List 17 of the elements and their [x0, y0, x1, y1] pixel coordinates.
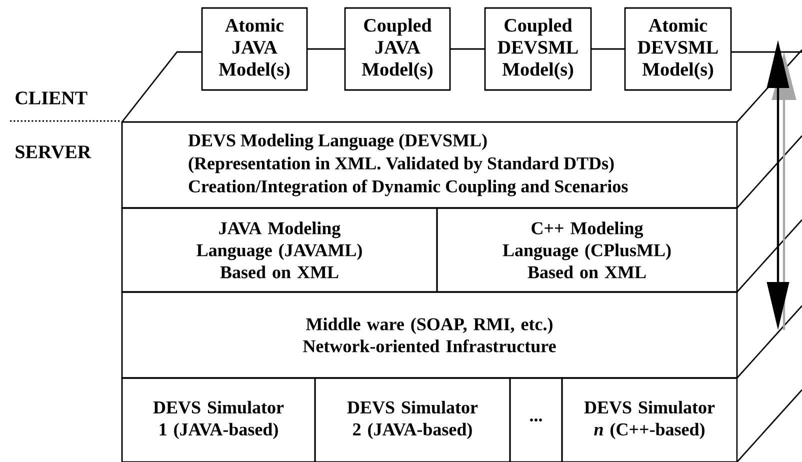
- layer-box: ...: [509, 377, 563, 462]
- model-box: Coupled DEVSML Model(s): [484, 7, 592, 91]
- layer-box: C++ Modeling Language (CPlusML) Based on XML: [436, 207, 738, 293]
- layer-box: JAVA Modeling Language (JAVAML) Based on XML: [121, 207, 438, 293]
- layer-box: Middle ware (SOAP, RMI, etc.) Network-oriented Infrastructure: [121, 291, 738, 379]
- layer-box: DEVS Simulator n (C++-based): [561, 377, 738, 462]
- connector-line: [591, 48, 625, 50]
- layer-box: DEVS Simulator 1 (JAVA-based): [121, 377, 316, 462]
- model-box: Coupled JAVA Model(s): [344, 7, 451, 91]
- side-label: SERVER: [16, 146, 92, 158]
- layer-box: DEVS Modeling Language (DEVSML) (Representation in XML. Validated by Standard DTDs) Creation/Integration of Dynamic Coupling and Scenarios: [121, 121, 738, 209]
- model-box: Atomic DEVSML Model(s): [624, 7, 732, 91]
- connector-line: [450, 48, 485, 50]
- layer-box: DEVS Simulator 2 (JAVA-based): [314, 377, 511, 462]
- connector-line: [307, 48, 345, 50]
- side-label: CLIENT: [16, 92, 88, 104]
- model-box: Atomic JAVA Model(s): [201, 7, 308, 91]
